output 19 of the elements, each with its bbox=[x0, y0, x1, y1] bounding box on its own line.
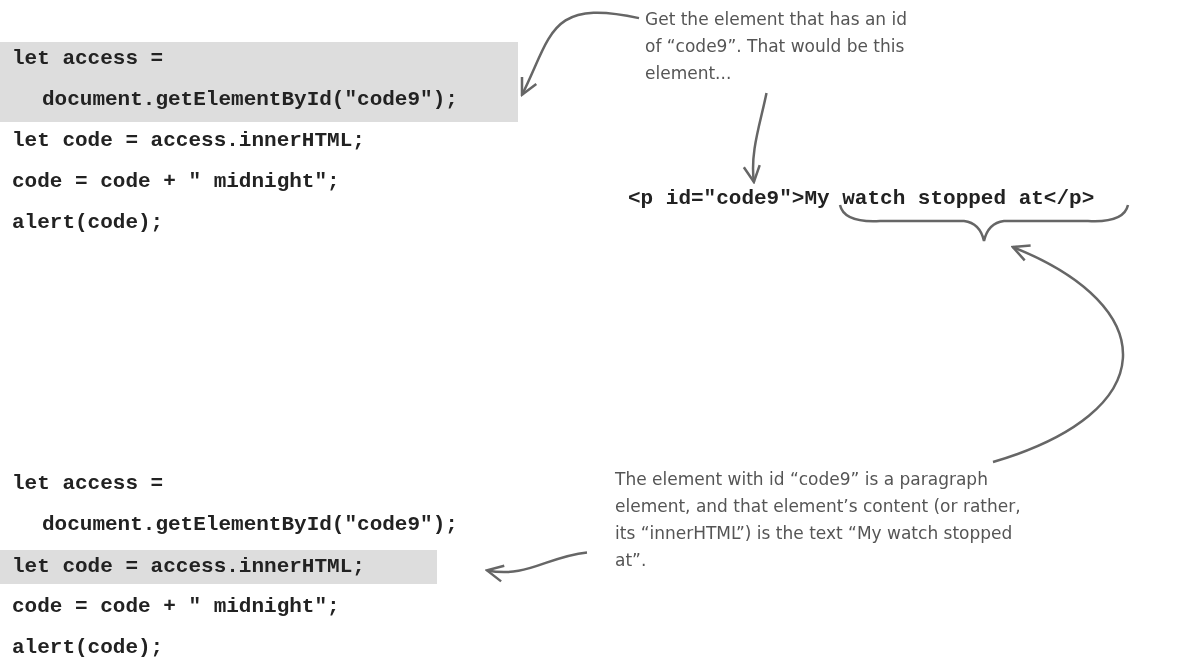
handwritten-note: The element with id “code9” is a paragraph element, and that element’s content (or rather, its “innerHTML”) is the text “My watch stopped at”. bbox=[615, 466, 1035, 574]
code-line: document.getElementById("code9"); bbox=[42, 512, 458, 538]
highlighted-code bbox=[0, 42, 518, 122]
highlighted-code bbox=[0, 550, 437, 584]
code-line: <p id="code9">My watch stopped at</p> bbox=[628, 186, 1095, 212]
code-line: let code = access.innerHTML; bbox=[12, 128, 365, 154]
code-line: document.getElementById("code9"); bbox=[42, 87, 458, 113]
code-line: alert(code); bbox=[12, 210, 164, 236]
arrow bbox=[485, 551, 588, 582]
arrow bbox=[520, 11, 640, 97]
handwritten-note: Get the element that has an id of “code9”. That would be this element... bbox=[645, 6, 915, 87]
code-line: alert(code); bbox=[12, 635, 164, 659]
code-line: code = code + " midnight"; bbox=[12, 169, 340, 195]
arrow bbox=[992, 245, 1125, 464]
code-line: let code = access.innerHTML; bbox=[12, 554, 365, 580]
code-line: code = code + " midnight"; bbox=[12, 594, 340, 620]
code-line: let access = bbox=[12, 46, 164, 72]
arrow bbox=[743, 92, 768, 184]
code-line: let access = bbox=[12, 471, 164, 497]
